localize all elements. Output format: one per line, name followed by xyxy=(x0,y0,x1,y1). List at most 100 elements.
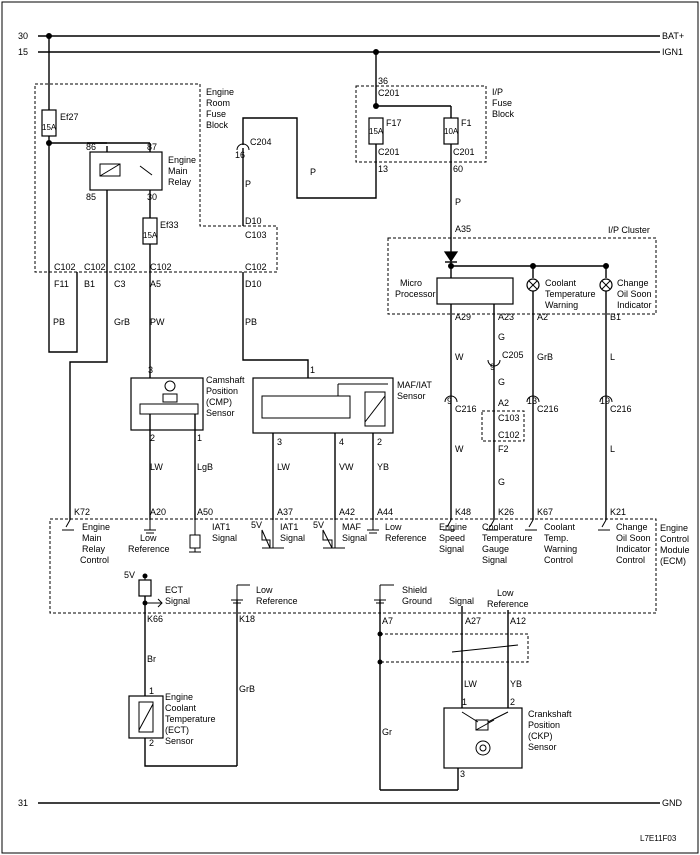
c102-label-2: C102 xyxy=(84,262,106,272)
coolant-warn-title-1: Coolant xyxy=(545,278,577,288)
wire-g3: G xyxy=(498,477,505,487)
maf-title-1: MAF/IAT xyxy=(397,380,432,390)
ip-pin-60: 60 xyxy=(453,164,463,174)
c204-pin: 16 xyxy=(235,150,245,160)
ecm-low-ref2-1: Low xyxy=(385,522,402,532)
ect-title-5: Sensor xyxy=(165,736,194,746)
ecm-main-relay-2: Main xyxy=(82,533,102,543)
ecm-coolant-gauge-4: Signal xyxy=(482,555,507,565)
ecm-pin-k66: K66 xyxy=(147,614,163,624)
maf-pin-4: 4 xyxy=(339,437,344,447)
fuse-f17-name: F17 xyxy=(386,118,402,128)
cmp-title-2: Position xyxy=(206,386,238,396)
ckp-title-2: Position xyxy=(528,720,560,730)
ecm-ect-2: Signal xyxy=(165,596,190,606)
ecm-maf-2: Signal xyxy=(342,533,367,543)
gnd-rail-number: 31 xyxy=(18,798,28,808)
cmp-pin-2: 2 xyxy=(150,433,155,443)
fuse-block-output-wires: PB GrB PW 3 PB 1 16 C204 P P xyxy=(48,117,377,520)
ecm-coolant-warn-4: Control xyxy=(544,555,573,565)
cmp-pin-3: 3 xyxy=(148,365,153,375)
ect-pin-2: 2 xyxy=(149,738,154,748)
engine-fuse-block-title-4: Block xyxy=(206,120,229,130)
fuse-ef33-name: Ef33 xyxy=(160,220,179,230)
wire-pw: PW xyxy=(150,317,165,327)
ecm-low-ref1-1: Low xyxy=(140,533,157,543)
ect-pin-1: 1 xyxy=(149,686,154,696)
c216-name-1: C216 xyxy=(455,404,477,414)
ip-fuse-block: I/P Fuse Block 36 C201 15A F17 10A F1 C2… xyxy=(355,52,515,256)
c102-connector-row: C102 C102 C102 C102 C102 F11 B1 C3 A5 D1… xyxy=(54,262,267,289)
c103-c102-a2: A2 xyxy=(498,398,509,408)
coolant-warn-title-2: Temperature xyxy=(545,289,596,299)
relay-title-3: Relay xyxy=(168,177,192,187)
wire-w1: W xyxy=(455,352,464,362)
fuse-f1-name: F1 xyxy=(461,118,472,128)
ecm-title-2: Control xyxy=(660,534,689,544)
ecm-coolant-warn-3: Warning xyxy=(544,544,577,554)
c103-c102-c103: C103 xyxy=(498,413,520,423)
cluster-pin-a29: A29 xyxy=(455,312,471,322)
bat-rail-label: BAT+ xyxy=(662,31,684,41)
ect-title-3: Temperature xyxy=(165,714,216,724)
c102-label-4: C102 xyxy=(150,262,172,272)
maf-pin-2: 2 xyxy=(377,437,382,447)
engine-room-fuse-block: Engine Room Fuse Block 15A Ef27 86 87 85… xyxy=(34,36,278,273)
cluster-pin-a23: A23 xyxy=(498,312,514,322)
wire-p1: P xyxy=(245,179,251,189)
wire-grb1: GrB xyxy=(114,317,130,327)
engine-fuse-block-title-3: Fuse xyxy=(206,109,226,119)
micro-processor xyxy=(436,277,514,305)
ecm-engine-speed-2: Speed xyxy=(439,533,465,543)
cmp-sensor: Camshaft Position (CMP) Sensor 2 1 LW Lg… xyxy=(130,375,245,520)
ecm-title-4: (ECM) xyxy=(660,556,686,566)
ecm-iat1a-1: IAT1 xyxy=(212,522,230,532)
ecm-5v-3: 5V xyxy=(124,570,135,580)
micro-processor-title-1: Micro xyxy=(400,278,422,288)
ecm-module: Engine Control Module (ECM) K72 A20 A50 … xyxy=(49,507,690,766)
bat-rail-number: 30 xyxy=(18,31,28,41)
ecm-low-ref2-2: Reference xyxy=(385,533,427,543)
ip-c201-left: C201 xyxy=(378,147,400,157)
ecm-pin-k18: K18 xyxy=(239,614,255,624)
wire-g2: G xyxy=(498,377,505,387)
micro-processor-title-2: Processor xyxy=(395,289,436,299)
wire-grb3: GrB xyxy=(239,684,255,694)
wire-pb1: PB xyxy=(53,317,65,327)
c102-pin-c3: C3 xyxy=(114,279,126,289)
ecm-pin-a27: A27 xyxy=(465,616,481,626)
c216-name-3: C216 xyxy=(610,404,632,414)
c102-pin-a5: A5 xyxy=(150,279,161,289)
ckp-title-3: (CKP) xyxy=(528,731,553,741)
cmp-title-1: Camshaft xyxy=(206,375,245,385)
ecm-pin-a50: A50 xyxy=(197,507,213,517)
ecm-pin-k67: K67 xyxy=(537,507,553,517)
c205-pin: 9 xyxy=(490,362,495,372)
ecm-low-ref4-1: Low xyxy=(497,588,514,598)
wire-lw1: LW xyxy=(150,462,163,472)
ign-rail-label: IGN1 xyxy=(662,47,683,57)
ckp-shielded-wiring: LW YB Gr xyxy=(377,600,529,791)
wire-lgb: LgB xyxy=(197,462,213,472)
engine-fuse-block-title-1: Engine xyxy=(206,87,234,97)
wire-w2: W xyxy=(455,444,464,454)
ecm-shield-1: Shield xyxy=(402,585,427,595)
wire-br: Br xyxy=(147,654,156,664)
c102-label-1: C102 xyxy=(54,262,76,272)
ecm-pin-a37: A37 xyxy=(277,507,293,517)
ckp-pin-1: 1 xyxy=(462,697,467,707)
wire-p2: P xyxy=(310,167,316,177)
ip-fuse-block-title-1: I/P xyxy=(492,87,503,97)
c102-label-5: C102 xyxy=(245,262,267,272)
ecm-signal: Signal xyxy=(449,596,474,606)
ecm-pin-a7: A7 xyxy=(382,616,393,626)
wire-g1: G xyxy=(498,332,505,342)
c103-c102-f2: F2 xyxy=(498,444,509,454)
engine-fuse-block-title-2: Room xyxy=(206,98,230,108)
ip-pin-13: 13 xyxy=(378,164,388,174)
ecm-pin-a12: A12 xyxy=(510,616,526,626)
ecm-pin-k26: K26 xyxy=(498,507,514,517)
ecm-pin-a42: A42 xyxy=(339,507,355,517)
cluster-output-wires: W G GrB L 9 C205 G A2 C103 C102 F2 G 9 C… xyxy=(444,291,632,520)
